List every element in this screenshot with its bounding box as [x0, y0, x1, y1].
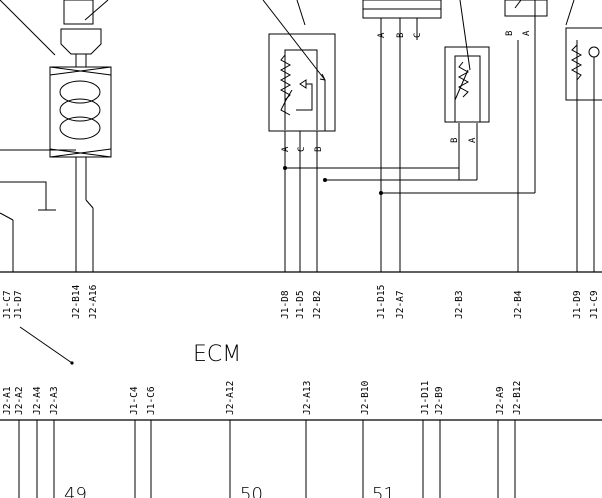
pin-label: J2-A13	[302, 381, 313, 415]
connector-label-b: B	[396, 33, 406, 38]
pin-label: J1-C6	[146, 386, 157, 415]
pin-label: J1-C9	[589, 290, 600, 319]
pin-label: J2-B3	[454, 290, 465, 319]
pin-label: J2-A3	[49, 386, 60, 415]
pin-label: J1-D8	[280, 290, 291, 319]
sensor-2: B A	[285, 0, 536, 272]
pin-label: J2-B14	[71, 284, 82, 319]
connector-label-c: C	[413, 33, 423, 38]
top-connector-ba: B A	[504, 0, 548, 36]
ref-number: 49	[64, 484, 87, 498]
pin-label: J1-C7	[2, 290, 13, 319]
pin-label: J2-A9	[495, 386, 506, 415]
pin-label: J2-A4	[32, 386, 43, 415]
pin-label-a: A	[468, 137, 478, 143]
pin-label: J1-D9	[572, 290, 583, 319]
ref-number: 51	[372, 484, 395, 498]
pin-label-b: B	[450, 138, 460, 143]
sensor-1: A C B	[262, 0, 383, 272]
pin-label: J2-A2	[14, 386, 25, 415]
connector-label-b: B	[505, 31, 515, 36]
sensor-3	[565, 0, 602, 272]
bottom-wires: 49 50 51	[18, 420, 516, 498]
ecm-module: ECM J1-C7 J1-D7 J2-B14 J2-A16 J1-D8 J1-D…	[0, 271, 602, 421]
pin-label: J2-A16	[88, 284, 99, 319]
ref-number: 50	[240, 484, 263, 498]
pin-label: J2-A7	[395, 290, 406, 319]
pin-label: J2-B4	[513, 290, 524, 319]
pointer-dot	[70, 361, 74, 365]
pin-label: J1-D7	[13, 290, 24, 319]
pin-label: J1-D15	[376, 285, 387, 319]
pin-label: J2-B10	[360, 380, 371, 415]
pin-label: J2-A12	[225, 381, 236, 415]
pin-label: J1-C4	[129, 386, 140, 415]
top-connector-abc: A B C	[362, 0, 442, 272]
pin-label: J2-A1	[2, 386, 13, 415]
connector-label-a: A	[522, 30, 532, 36]
pin-label: J2-B9	[434, 386, 445, 415]
pin-label: J2-B12	[512, 381, 523, 415]
left-component	[0, 0, 112, 272]
pin-label-c: C	[297, 147, 307, 152]
connector-label-a: A	[377, 32, 387, 38]
pin-label: J1-D11	[420, 380, 431, 415]
pin-label-a: A	[281, 146, 291, 152]
pin-label: J2-B2	[312, 290, 323, 319]
pin-label-b: B	[314, 147, 324, 152]
pin-label: J1-D5	[295, 290, 306, 319]
ecm-title: ECM	[193, 342, 241, 367]
